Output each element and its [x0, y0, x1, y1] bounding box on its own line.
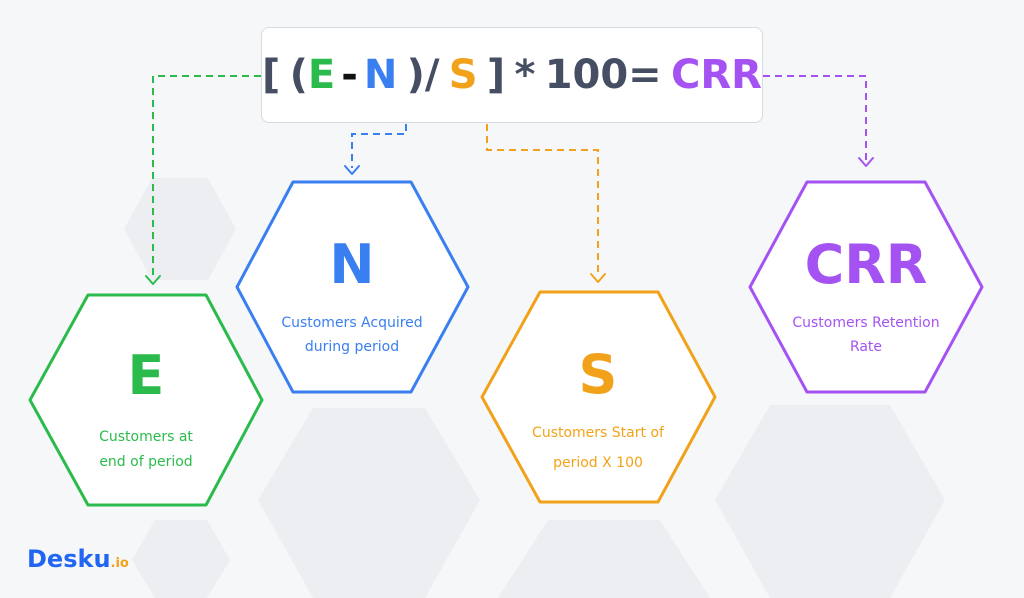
connectors [152, 75, 867, 278]
hexagon-s-shape [480, 290, 717, 504]
connector-e [152, 75, 261, 278]
hexagon-crr-desc-line1: Customers Retention [792, 315, 939, 331]
formula-box: [ ( E - N )/ S ] * 100= CRR [261, 27, 763, 123]
arrowhead-crr [858, 157, 874, 167]
connector-s [486, 112, 599, 276]
hexagon-e: E Customers at end of period [28, 293, 264, 507]
arrowhead-e [145, 275, 161, 285]
connector-n [351, 112, 407, 168]
bg-hexagon [498, 520, 710, 598]
hexagon-s-desc-line2: period X 100 [553, 455, 643, 471]
formula-s: S [448, 52, 478, 98]
hexagon-n-desc-line1: Customers Acquired [281, 315, 422, 331]
formula-n: N [363, 52, 398, 98]
hexagon-crr-letter: CRR [805, 233, 928, 296]
bg-hexagon [132, 520, 230, 598]
formula-hundred: 100= [544, 52, 662, 98]
background-hexagons [124, 178, 945, 598]
hexagon-s: S Customers Start of period X 100 [480, 290, 717, 504]
formula-times: * [514, 52, 536, 98]
formula-e: E [307, 52, 336, 98]
logo-suffix: .io [110, 556, 129, 571]
hexagon-n-desc-line2: during period [305, 339, 399, 355]
desku-logo: Desku.io [27, 545, 129, 573]
bg-hexagon [715, 405, 945, 598]
hexagon-e-letter: E [128, 344, 165, 407]
arrowhead-n [344, 165, 360, 175]
bg-hexagon [258, 408, 480, 598]
arrowhead-s [590, 273, 606, 283]
hexagon-crr-desc-line2: Rate [850, 339, 882, 355]
connector-crr [763, 75, 867, 160]
formula-crr: CRR [671, 52, 762, 98]
hexagon-e-desc-line1: Customers at [99, 429, 193, 445]
arrowheads [145, 157, 874, 285]
hexagon-e-shape [28, 293, 264, 507]
hexagon-crr: CRR Customers Retention Rate [748, 180, 984, 394]
formula-close-bracket: ] [486, 52, 506, 98]
hexagon-e-desc-line2: end of period [99, 454, 192, 470]
hexagon-s-desc-line1: Customers Start of [532, 425, 665, 441]
bg-hexagon [124, 178, 236, 280]
formula-open-paren: ( [289, 52, 308, 98]
hexagon-n: N Customers Acquired during period [235, 180, 470, 394]
formula-open-bracket: [ [262, 52, 281, 98]
formula-minus: - [341, 52, 358, 98]
hexagon-n-letter: N [329, 233, 374, 296]
hexagon-crr-shape [748, 180, 984, 394]
formula-close-paren-slash: )/ [406, 52, 440, 98]
hexagon-s-letter: S [579, 343, 618, 406]
hexagon-n-shape [235, 180, 470, 394]
logo-name: Desku [27, 545, 111, 573]
